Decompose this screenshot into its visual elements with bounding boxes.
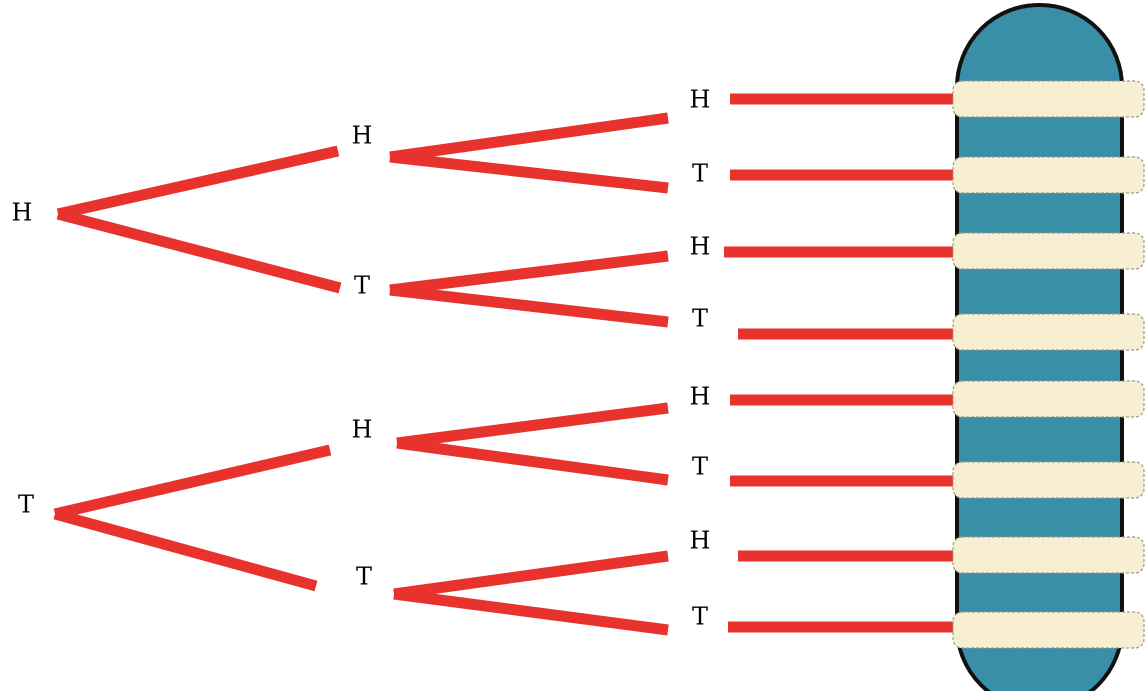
node-l1-1: H [12, 199, 33, 227]
branch-l2-3-2 [396, 437, 669, 486]
node-l3-7: H [690, 527, 711, 555]
node-l3-3: H [690, 233, 711, 261]
branch-l2-1-1 [389, 112, 669, 163]
node-l2-2: T [354, 272, 370, 300]
node-l3-5: H [690, 383, 711, 411]
node-l2-3: H [352, 416, 373, 444]
branch-l1-2-2 [53, 508, 318, 592]
answer-slot-6[interactable] [952, 461, 1145, 499]
node-l3-4: T [692, 305, 708, 333]
node-l3-8: T [692, 603, 708, 631]
node-l3-1: H [690, 86, 711, 114]
answer-capsule [952, 3, 1145, 691]
node-l2-4: T [356, 563, 372, 591]
answer-slot-8[interactable] [952, 611, 1145, 649]
branch-l2-2-2 [389, 284, 669, 328]
tree-labels: H T H T H T H T H T H T H T [12, 86, 711, 631]
branch-l1-1-1 [56, 145, 340, 220]
node-l2-1: H [352, 122, 373, 150]
answer-slot-7[interactable] [952, 536, 1145, 574]
answer-slot-4[interactable] [952, 313, 1145, 351]
answer-slot-1[interactable] [952, 80, 1145, 118]
answer-slot-5[interactable] [952, 380, 1145, 418]
branch-l2-2-1 [389, 250, 669, 296]
tree-branches [53, 93, 962, 636]
node-l1-2: T [18, 491, 34, 519]
answer-slot-3[interactable] [952, 232, 1145, 270]
branch-l1-2-1 [53, 444, 332, 520]
branch-l1-1-2 [56, 208, 342, 294]
branch-l2-4-2 [393, 588, 669, 636]
branch-l2-3-1 [396, 402, 669, 449]
branch-l2-1-2 [389, 151, 669, 194]
answer-slot-2[interactable] [952, 156, 1145, 194]
branch-l2-4-1 [393, 550, 669, 600]
node-l3-2: T [692, 160, 708, 188]
node-l3-6: T [692, 453, 708, 481]
